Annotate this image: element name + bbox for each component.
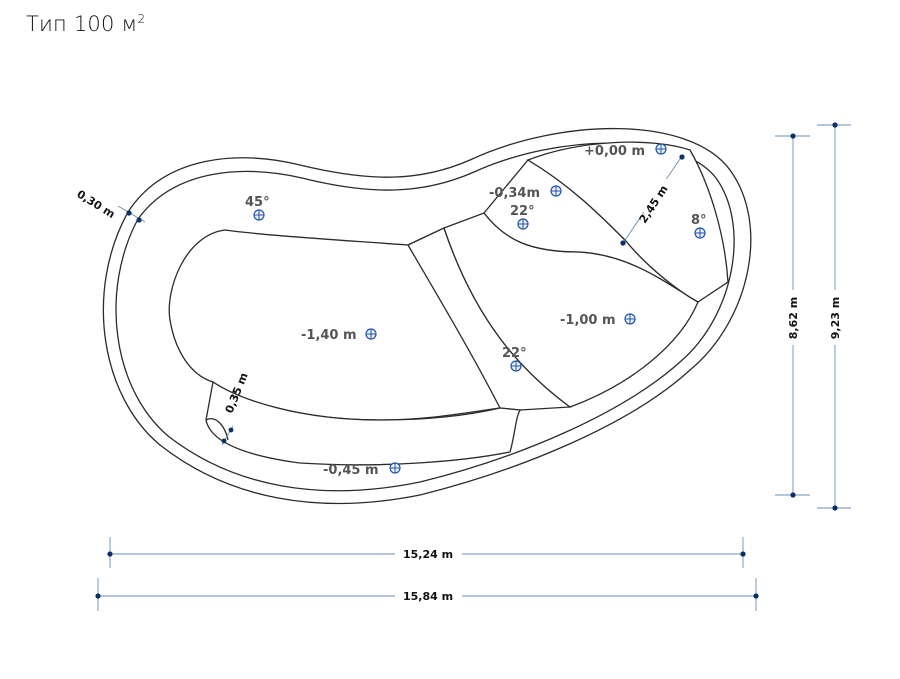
marker-angle-22-top: 22°	[510, 204, 535, 230]
rim-dim-dot-1	[126, 210, 132, 216]
marker-bench: -0,45 m	[323, 462, 401, 478]
inner-height-dot-bottom	[790, 492, 796, 498]
depth-label-zero: +0,00 m	[584, 144, 645, 159]
inner-width-dot-left	[107, 551, 113, 557]
page-title: Тип 100 м2	[26, 12, 145, 36]
marker-zero: +0,00 m	[584, 143, 667, 159]
outer-width-label: 15,84 m	[403, 590, 453, 603]
outer-height-dot-top	[832, 122, 838, 128]
marker-angle-8: 8°	[691, 213, 707, 239]
pool-outer-outline	[102, 127, 752, 505]
rim-dim-dot-2	[136, 217, 142, 223]
marker-step-034: -0,34m	[489, 185, 562, 201]
depth-label-mid: -1,00 m	[560, 313, 616, 328]
inner-height-label: 8,62 m	[787, 297, 800, 339]
angle-label-8: 8°	[691, 213, 707, 228]
outer-height-dot-bottom	[832, 505, 838, 511]
pool-inner-outline	[115, 142, 735, 492]
bench-dim-dot-1	[221, 438, 227, 444]
angle-label-22-mid: 22°	[502, 346, 527, 361]
angle-label-22-top: 22°	[510, 204, 535, 219]
bench-dim-dot-2	[228, 427, 234, 433]
marker-angle-45: 45°	[245, 195, 270, 221]
step-dim-label-bg	[639, 175, 673, 217]
marker-angle-22-mid: 22°	[502, 346, 527, 372]
outer-height-label: 9,23 m	[829, 297, 842, 339]
inner-width-dot-right	[740, 551, 746, 557]
marker-deep: -1,40 m	[301, 328, 377, 343]
depth-label-deep: -1,40 m	[301, 328, 357, 343]
depth-label-bench: -0,45 m	[323, 463, 379, 478]
title-superscript: 2	[137, 12, 146, 26]
marker-mid: -1,00 m	[560, 313, 636, 328]
inner-height-dot-top	[790, 133, 796, 139]
outer-width-dot-right	[753, 593, 759, 599]
title-text: Тип 100 м	[26, 12, 138, 36]
shallow-zone	[526, 141, 729, 303]
bench	[205, 380, 522, 466]
step-dim-dot-2	[679, 154, 685, 160]
inner-width-label: 15,24 m	[403, 548, 453, 561]
rim-dim-label: 0,30 m	[74, 188, 117, 222]
angle-label-45: 45°	[245, 195, 270, 210]
outer-width-dot-left	[95, 593, 101, 599]
depth-label-step: -0,34m	[489, 186, 540, 201]
step-dim-dot-1	[620, 240, 626, 246]
